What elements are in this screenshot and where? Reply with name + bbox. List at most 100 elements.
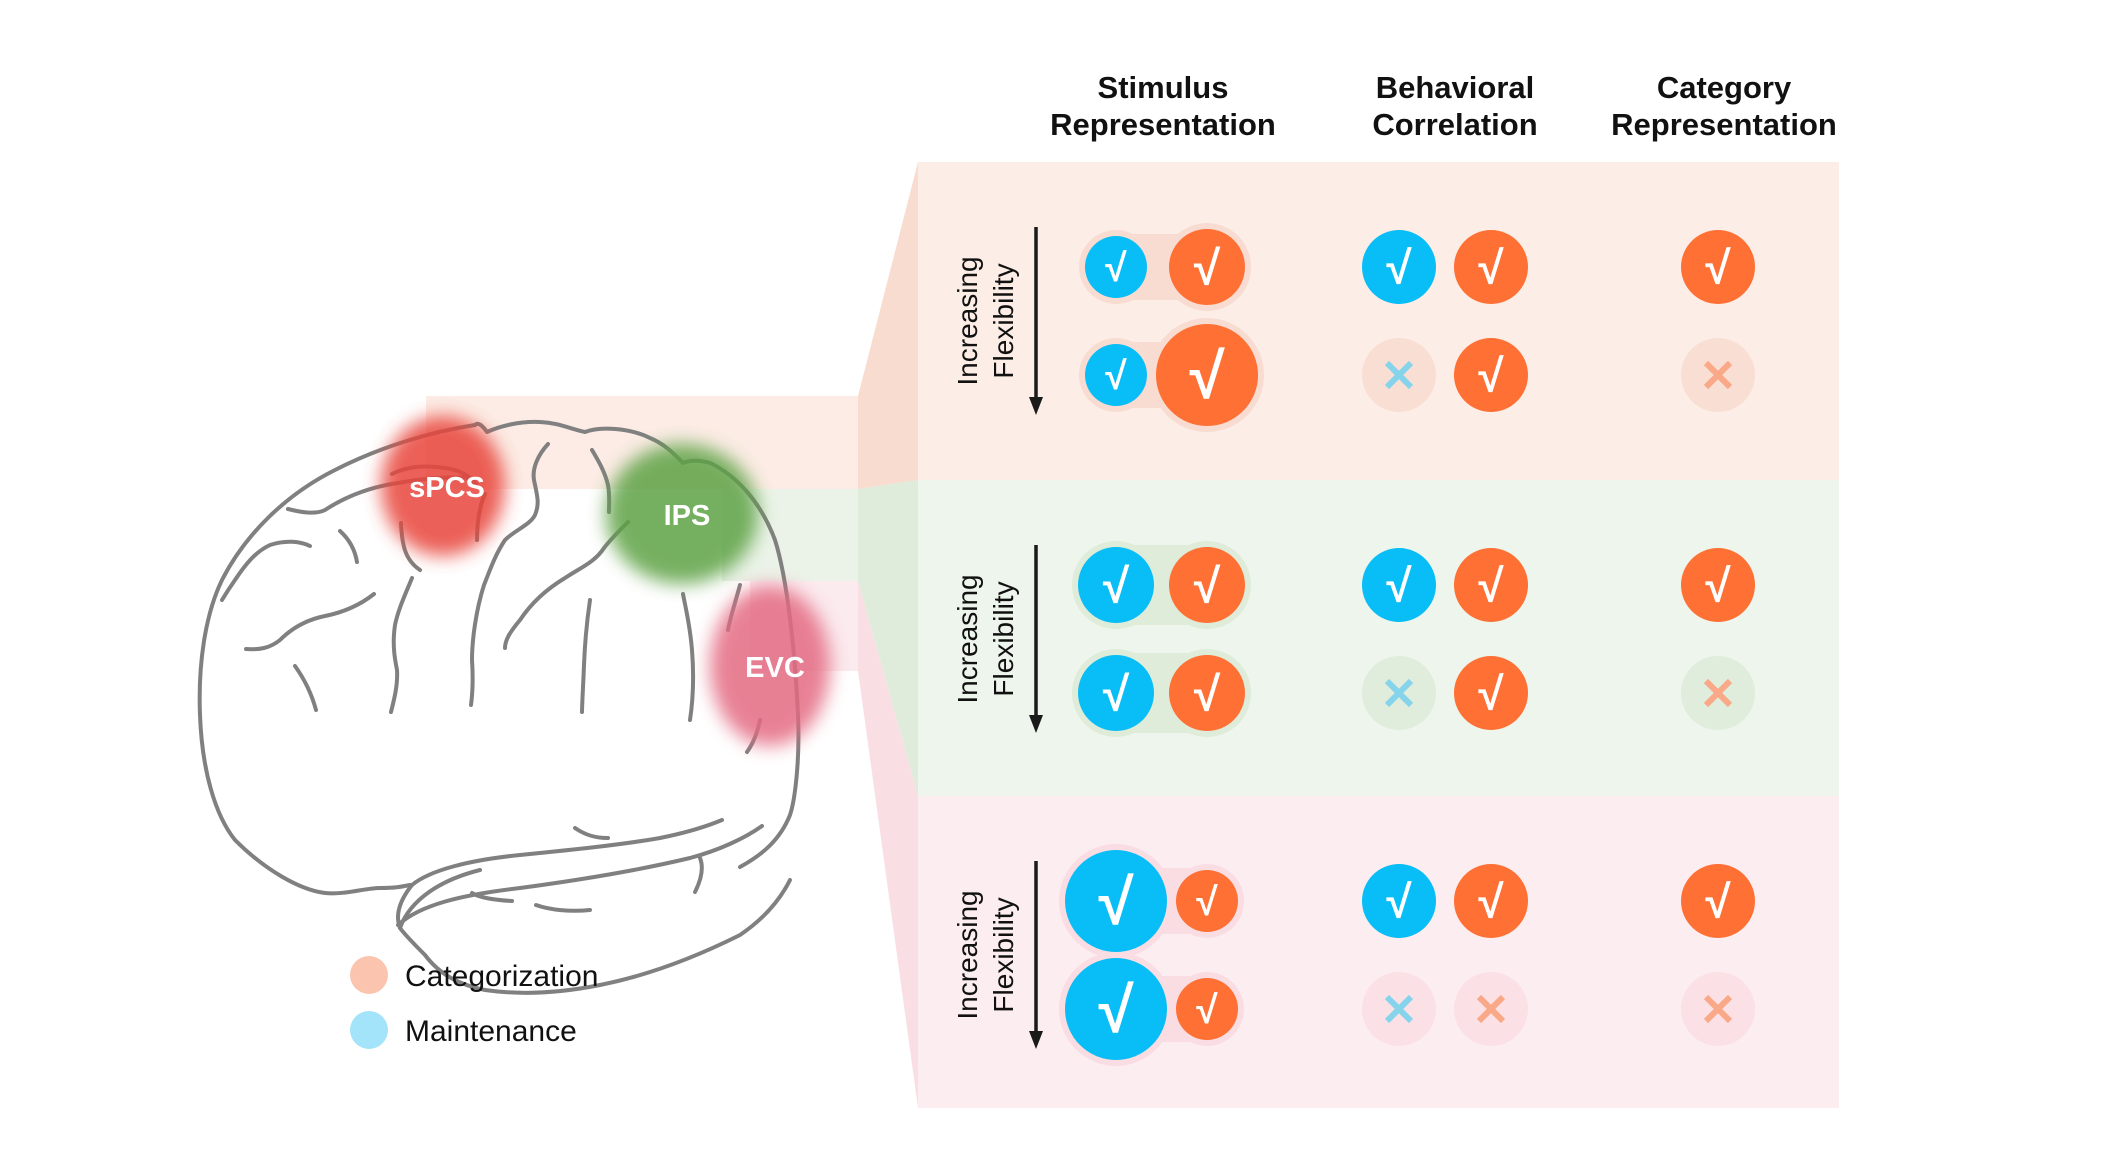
- check-icon: √: [1478, 560, 1504, 612]
- maintenance-circle: [1065, 958, 1167, 1060]
- behavioral-correlation-cell: √√: [1362, 864, 1528, 938]
- stimulus-categorization-mark: √: [1176, 870, 1238, 932]
- panel-row-spcs-2: √√√: [1079, 318, 1755, 432]
- category-representation-cell: [1681, 656, 1755, 730]
- cross-icon: [1384, 360, 1414, 390]
- cross-icon: [1703, 360, 1733, 390]
- axis-label-line2: Flexibility: [988, 897, 1019, 1012]
- stimulus-representation-cell: √√: [1079, 318, 1264, 432]
- check-icon: √: [1103, 560, 1130, 613]
- maintenance-circle: [1078, 655, 1154, 731]
- stimulus-categorization-mark: √: [1169, 547, 1245, 623]
- stimulus-categorization-mark: √: [1169, 229, 1245, 305]
- check-icon: √: [1705, 560, 1731, 612]
- categorization-circle: [1156, 324, 1258, 426]
- region-label-evc: EVC: [745, 652, 805, 684]
- stimulus-maintenance-mark: √: [1085, 344, 1147, 406]
- categorization-circle: [1454, 548, 1528, 622]
- check-icon: √: [1098, 974, 1134, 1046]
- axis-label-line1: Increasing: [952, 256, 983, 385]
- behavioral-correlation-cell: [1362, 972, 1528, 1046]
- behavioral-maintenance-mark: [1362, 972, 1436, 1046]
- behavioral-maintenance-mark: √: [1362, 864, 1436, 938]
- categorization-circle: [1454, 656, 1528, 730]
- categorization-circle: [1454, 864, 1528, 938]
- axis-label-line2: Flexibility: [988, 263, 1019, 378]
- check-icon: √: [1189, 340, 1225, 412]
- arrow-head-icon: [1029, 397, 1043, 415]
- check-icon: √: [1386, 876, 1412, 928]
- connector-wedge-spcs: [858, 162, 918, 489]
- behavioral-correlation-cell: √: [1362, 656, 1528, 730]
- panel-row-evc-2: √√: [1059, 952, 1755, 1066]
- axis-label-line1: Increasing: [952, 890, 983, 1019]
- cross-icon: [1703, 994, 1733, 1024]
- legend-label-categorization: Categorization: [405, 960, 598, 993]
- category-categorization-mark: √: [1681, 230, 1755, 304]
- check-icon: √: [1705, 242, 1731, 294]
- cross-icon: [1384, 994, 1414, 1024]
- check-icon: √: [1103, 668, 1130, 721]
- stimulus-maintenance-mark: √: [1065, 958, 1167, 1060]
- cross-icon: [1703, 678, 1733, 708]
- behavioral-categorization-mark: √: [1454, 864, 1528, 938]
- stimulus-representation-cell: √√: [1059, 844, 1244, 958]
- categorization-circle: [1454, 338, 1528, 412]
- panel-backgrounds: [426, 162, 1839, 1108]
- categorization-circle: [1169, 655, 1245, 731]
- maintenance-circle: [1065, 850, 1167, 952]
- check-icon: √: [1194, 668, 1221, 721]
- category-categorization-mark: [1681, 972, 1755, 1046]
- check-icon: √: [1105, 247, 1127, 290]
- behavioral-categorization-mark: [1454, 972, 1528, 1046]
- cross-icon: [1476, 994, 1506, 1024]
- panel-row-spcs-1: √√√√√: [1079, 223, 1755, 311]
- stimulus-maintenance-mark: √: [1078, 655, 1154, 731]
- category-representation-cell: √: [1681, 548, 1755, 622]
- categorization-circle: [1454, 230, 1528, 304]
- header-behavioral-line1: Behavioral: [1376, 70, 1535, 105]
- arrow-head-icon: [1029, 715, 1043, 733]
- categorization-circle: [1681, 864, 1755, 938]
- check-icon: √: [1478, 350, 1504, 402]
- check-icon: √: [1386, 242, 1412, 294]
- region-blob-spcs: [381, 416, 505, 556]
- panel-spcs: [918, 162, 1839, 480]
- check-icon: √: [1478, 668, 1504, 720]
- stimulus-maintenance-mark: √: [1065, 850, 1167, 952]
- behavioral-correlation-cell: √√: [1362, 548, 1528, 622]
- legend-swatch-categorization: [350, 956, 388, 994]
- maintenance-circle: [1362, 548, 1436, 622]
- behavioral-categorization-mark: √: [1454, 338, 1528, 412]
- stimulus-categorization-mark: √: [1176, 978, 1238, 1040]
- maintenance-circle: [1085, 344, 1147, 406]
- stimulus-representation-cell: √√: [1059, 952, 1244, 1066]
- behavioral-maintenance-mark: √: [1362, 548, 1436, 622]
- stimulus-categorization-mark: √: [1169, 655, 1245, 731]
- stimulus-representation-cell: √√: [1072, 649, 1251, 737]
- check-icon: √: [1196, 881, 1218, 924]
- categorization-circle: [1681, 548, 1755, 622]
- stimulus-representation-cell: √√: [1072, 541, 1251, 629]
- header-behavioral-line2: Correlation: [1372, 107, 1537, 142]
- check-icon: √: [1098, 866, 1134, 938]
- axis-label-line2: Flexibility: [988, 581, 1019, 696]
- behavioral-categorization-mark: √: [1454, 656, 1528, 730]
- category-categorization-mark: [1681, 338, 1755, 412]
- panel-ips: [918, 480, 1839, 796]
- check-icon: √: [1105, 355, 1127, 398]
- categorization-circle: [1176, 978, 1238, 1040]
- check-icon: √: [1196, 989, 1218, 1032]
- categorization-circle: [1169, 229, 1245, 305]
- behavioral-maintenance-mark: [1362, 656, 1436, 730]
- check-icon: √: [1194, 560, 1221, 613]
- header-stimulus-line2: Representation: [1050, 107, 1276, 142]
- arrow-head-icon: [1029, 1031, 1043, 1049]
- stimulus-categorization-mark: √: [1156, 324, 1258, 426]
- region-label-spcs: sPCS: [409, 472, 485, 504]
- category-categorization-mark: [1681, 656, 1755, 730]
- category-representation-cell: [1681, 338, 1755, 412]
